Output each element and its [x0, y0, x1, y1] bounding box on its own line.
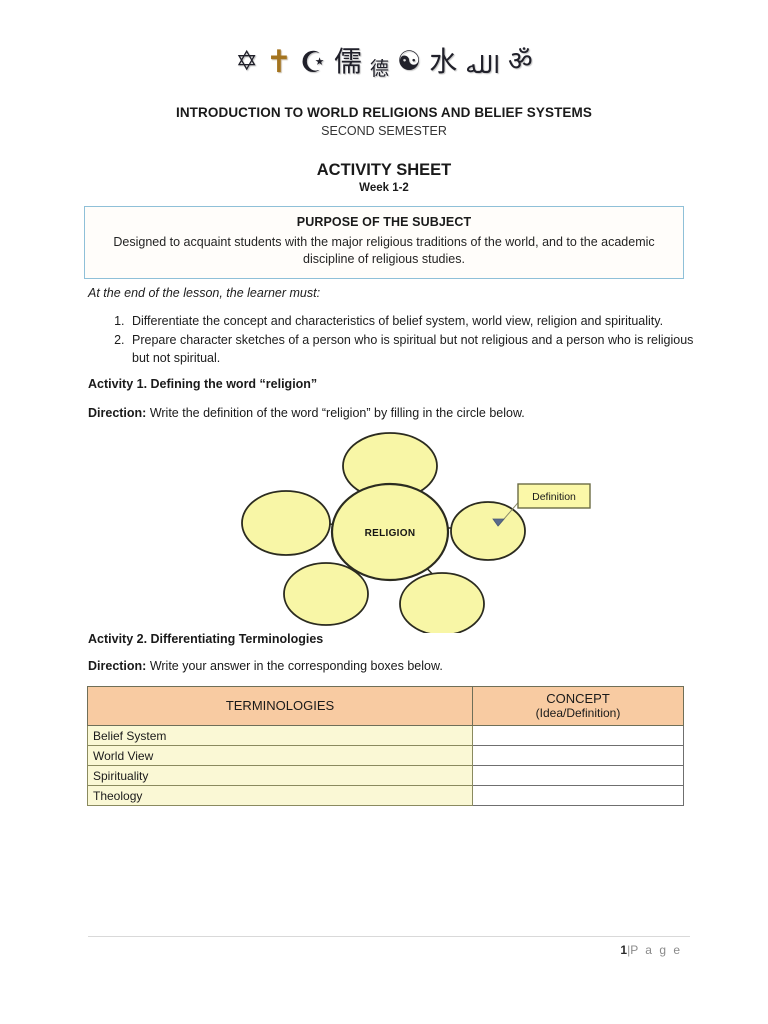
table-body: Belief System World View Spirituality Th…: [87, 725, 684, 806]
confucianism-ru-icon: 儒: [333, 45, 362, 78]
activity-2-title: Activity 2. Differentiating Terminologie…: [88, 632, 324, 646]
direction-label: Direction:: [88, 406, 147, 420]
term-cell-world-view: World View: [87, 745, 473, 766]
purpose-text: Designed to acquaint students with the m…: [113, 235, 655, 266]
yin-yang-icon: ☯: [396, 46, 422, 77]
table-row: Theology: [87, 785, 684, 806]
objectives-lead: At the end of the lesson, the learner mu…: [88, 286, 321, 300]
central-religion-circle[interactable]: [330, 482, 450, 582]
column-header-terminologies: TERMINOLOGIES: [87, 686, 473, 726]
blank-circle-bottom-left[interactable]: [283, 562, 369, 626]
taoism-de-icon: 德: [369, 58, 389, 80]
blank-circle-right[interactable]: [450, 501, 526, 561]
page-title: ACTIVITY SHEET: [316, 161, 452, 179]
objectives-list: Differentiate the concept and characteri…: [106, 313, 698, 368]
activity-1-direction: Direction: Write the definition of the w…: [88, 406, 525, 420]
week-label: Week 1-2: [359, 182, 409, 194]
star-and-crescent-icon: ☪: [299, 45, 326, 79]
concept-input-world-view[interactable]: [472, 745, 684, 766]
allah-calligraphy-icon: الله: [465, 51, 501, 79]
footer-page-number: 1: [620, 943, 628, 957]
footer-divider: [88, 936, 690, 937]
list-item: Prepare character sketches of a person w…: [128, 332, 698, 368]
course-title: INTRODUCTION TO WORLD RELIGIONS AND BELI…: [175, 105, 592, 120]
activity-2-direction: Direction: Write your answer in the corr…: [88, 659, 443, 673]
purpose-title: PURPOSE OF THE SUBJECT: [296, 215, 472, 229]
activity-1-title: Activity 1. Defining the word “religion”: [88, 377, 318, 391]
central-circle-label: RELIGION: [365, 528, 416, 539]
religion-concept-diagram: RELIGION Definition: [230, 428, 610, 633]
table-row: Belief System: [87, 725, 684, 746]
latin-cross-icon: ✝: [265, 44, 292, 80]
om-icon: ॐ: [508, 46, 533, 77]
term-cell-belief-system: Belief System: [87, 725, 473, 746]
definition-callout-box[interactable]: [517, 483, 591, 509]
concept-input-belief-system[interactable]: [472, 725, 684, 746]
blank-circle-left[interactable]: [241, 490, 331, 556]
column-header-concept-sub: (Idea/Definition): [535, 705, 621, 720]
direction-label: Direction:: [88, 659, 147, 673]
list-item: Differentiate the concept and characteri…: [128, 313, 698, 331]
terminologies-table: TERMINOLOGIES CONCEPT (Idea/Definition) …: [87, 686, 684, 806]
purpose-box: PURPOSE OF THE SUBJECT Designed to acqua…: [84, 206, 684, 279]
term-cell-spirituality: Spirituality: [87, 765, 473, 786]
concept-input-theology[interactable]: [472, 785, 684, 806]
shinto-water-icon: 水: [429, 45, 458, 78]
callout-arrow-icon: [492, 518, 505, 527]
star-of-david-icon: ✡: [235, 46, 258, 77]
term-cell-theology: Theology: [87, 785, 473, 806]
footer-separator: |: [627, 943, 631, 957]
table-header-row: TERMINOLOGIES CONCEPT (Idea/Definition): [87, 686, 684, 726]
direction-text: Write the definition of the word “religi…: [146, 406, 525, 420]
concept-input-spirituality[interactable]: [472, 765, 684, 786]
table-row: Spirituality: [87, 765, 684, 786]
blank-circle-bottom-right[interactable]: [399, 572, 485, 633]
footer-page-word: P a g e: [630, 943, 682, 957]
definition-callout-label: Definition: [532, 491, 576, 503]
column-header-concept-main: CONCEPT: [546, 690, 610, 706]
semester-label: SECOND SEMESTER: [321, 124, 447, 138]
table-row: World View: [87, 745, 684, 766]
page-footer: 1|P a g e: [620, 943, 682, 957]
column-header-concept: CONCEPT (Idea/Definition): [472, 686, 684, 726]
direction-text: Write your answer in the corresponding b…: [146, 659, 443, 673]
